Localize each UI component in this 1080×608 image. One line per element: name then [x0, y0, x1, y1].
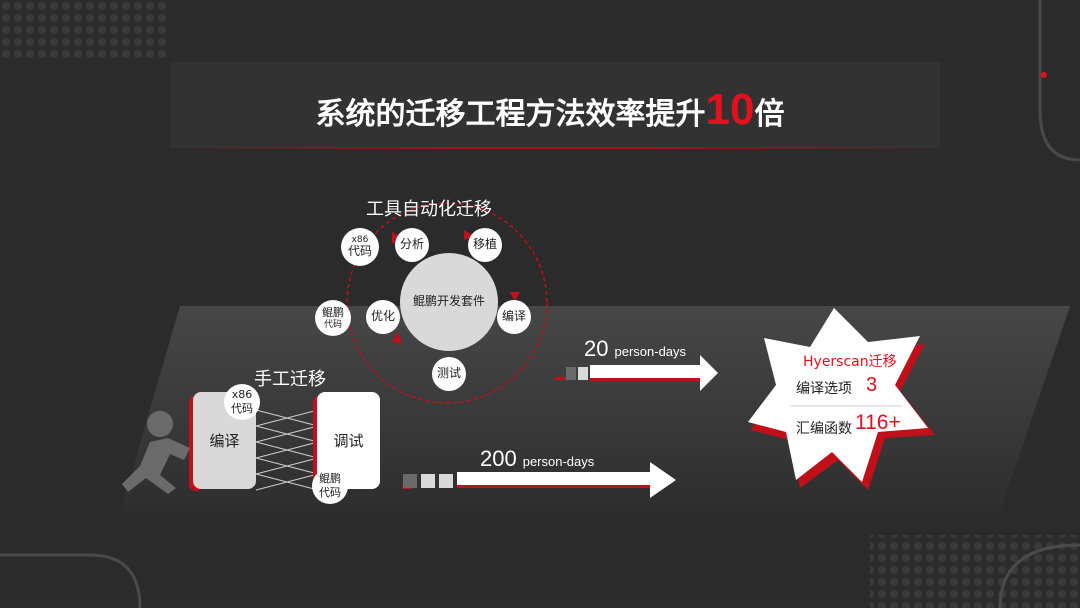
kunpeng-label: 鲲鹏: [319, 472, 341, 486]
kunpeng-devkit-circle: 鲲鹏开发套件: [400, 253, 498, 351]
result-row2-value: 116+: [855, 411, 901, 434]
step-compile-label: 编译: [501, 309, 526, 324]
auto-effort: 20 person-days: [584, 336, 686, 362]
kunpeng-code-output-circle: 鲲鹏代码: [315, 300, 351, 336]
title-underline: [175, 147, 935, 149]
code-label: 代码: [347, 244, 372, 259]
code-label: 代码: [323, 319, 342, 330]
auto-effort-value: 20: [584, 336, 609, 361]
result-row1-value: 3: [866, 374, 878, 396]
step-compile: 编译: [497, 300, 531, 334]
manual-effort: 200 person-days: [480, 446, 594, 472]
result-title: Hyerscan迁移: [803, 354, 897, 370]
manual-kunpeng-code-circle: 鲲鹏代码: [312, 468, 348, 504]
compile-box-label: 编译: [209, 432, 240, 450]
step-test-label: 测试: [436, 366, 461, 381]
running-person-icon: [122, 411, 190, 494]
code-label: 代码: [231, 402, 253, 415]
x86-label: x86: [351, 234, 369, 245]
step-optimize-label: 优化: [370, 309, 395, 324]
step-analyze-label: 分析: [399, 237, 424, 252]
result-row1-label: 编译选项: [796, 381, 852, 397]
title-highlight: 10: [705, 85, 755, 134]
page-title: 系统的迁移工程方法效率提升10倍: [170, 62, 930, 148]
manual-migration-heading: 手工迁移: [254, 369, 326, 390]
title-suffix: 倍: [754, 97, 785, 132]
kunpeng-label: 鲲鹏: [322, 305, 344, 319]
step-port-label: 移植: [472, 237, 497, 252]
manual-effort-unit: person-days: [522, 454, 595, 469]
result-row2-label: 汇编函数: [796, 421, 852, 437]
step-port: 移植: [468, 228, 502, 262]
auto-effort-unit: person-days: [614, 344, 687, 359]
step-analyze: 分析: [395, 228, 429, 262]
title-prefix: 系统的迁移工程方法效率提升: [315, 97, 706, 132]
step-optimize: 优化: [366, 300, 400, 334]
code-label: 代码: [319, 486, 341, 499]
step-test: 测试: [432, 357, 466, 391]
x86-label: x86: [231, 388, 253, 402]
kunpeng-devkit-label: 鲲鹏开发套件: [412, 294, 485, 309]
auto-migration-heading: 工具自动化迁移: [366, 199, 492, 220]
debug-box-label: 调试: [333, 432, 364, 450]
manual-effort-value: 200: [480, 446, 517, 471]
